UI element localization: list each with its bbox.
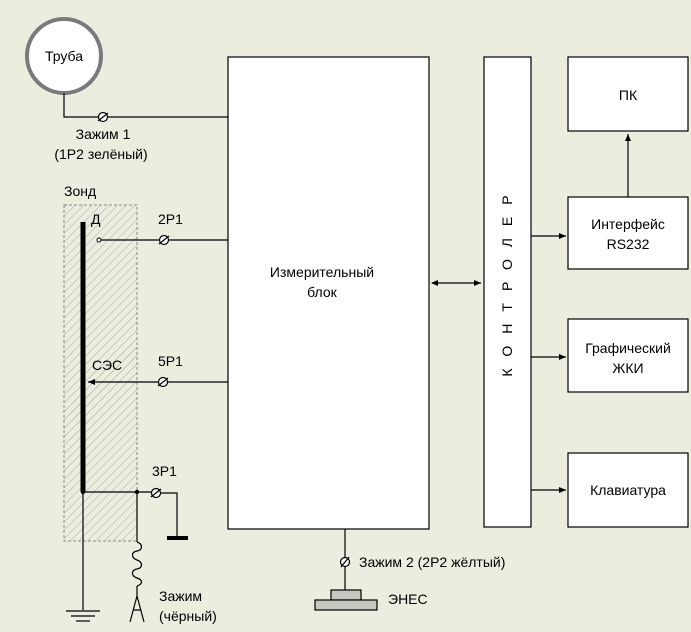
- connector-3p1-lead: [161, 492, 178, 536]
- black-clamp-sublabel: (чёрный): [159, 608, 217, 624]
- probe-title: Зонд: [64, 183, 96, 199]
- probe-ses-label: СЭС: [92, 357, 122, 373]
- black-clamp-icon: [129, 492, 145, 623]
- connector-3p1-label: 3Р1: [152, 463, 177, 479]
- controller-block: [483, 56, 532, 528]
- lcd-label: Графический: [585, 340, 671, 356]
- connector-2p1-label: 2Р1: [158, 211, 183, 227]
- connector-5p1-label: 5Р1: [158, 353, 183, 369]
- pipe-label: Труба: [45, 48, 83, 64]
- rs232-block: [567, 196, 689, 270]
- keyboard-label: Клавиатура: [590, 482, 666, 498]
- probe-electrode-d-label: Д: [91, 211, 101, 227]
- measuring-block-label: Измерительный: [270, 264, 374, 280]
- clamp1-label: Зажим 1: [76, 126, 131, 142]
- pc-block: [567, 56, 689, 132]
- lcd-sublabel: ЖКИ: [612, 360, 643, 376]
- rs232-sublabel: RS232: [607, 236, 650, 252]
- probe-area: [63, 204, 138, 542]
- lcd-block: [567, 318, 689, 393]
- clamp2-label: Зажим 2 (2Р2 жёлтый): [359, 554, 505, 570]
- controller-label: КОНТРОЛЕР: [499, 183, 515, 376]
- keyboard-block: [567, 452, 689, 528]
- pipe-connection-line: [63, 93, 228, 118]
- clamp1-sublabel: (1Р2 зелёный): [54, 146, 147, 162]
- measuring-block-sublabel: блок: [307, 284, 338, 300]
- rs232-label: Интерфейс: [591, 216, 665, 232]
- black-clamp-label: Зажим: [159, 588, 202, 604]
- enes-label: ЭНЕС: [388, 591, 428, 607]
- measuring-block: [227, 56, 430, 530]
- ground-icon: [66, 492, 100, 622]
- pipe-node: Труба: [25, 17, 103, 95]
- enes-electrode: [314, 589, 378, 611]
- pc-label: ПК: [619, 87, 638, 103]
